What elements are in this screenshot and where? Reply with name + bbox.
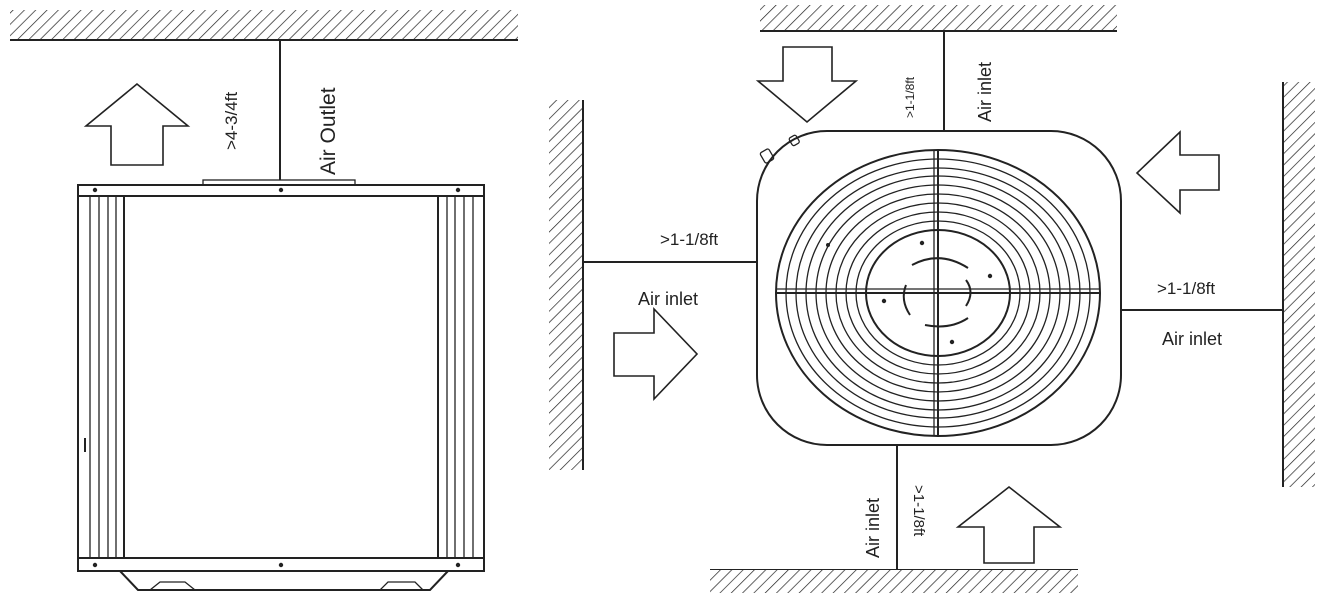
air-outlet-label: Air Outlet [317,87,340,175]
outlet-clearance-label: >4-3/4ft [222,92,241,150]
right-clearance-label: >1-1/8ft [1157,279,1215,298]
heat-pump-unit-top [756,130,1122,446]
air-outlet-arrow [83,82,191,166]
bottom-clearance-label: >1-1/8ft [910,485,927,537]
left-wall [549,100,584,470]
right-air-inlet-label: Air inlet [1162,329,1222,349]
ceiling-wall [10,10,518,41]
left-air-inlet-label: Air inlet [638,289,698,309]
right-wall [1282,82,1315,487]
bottom-air-inlet-arrow [955,485,1063,564]
top-clearance-label: >1-1/8ft [903,76,917,118]
bottom-air-inlet-label: Air inlet [863,498,883,558]
top-view: >1-1/8ft Air inlet >1-1/8ft Air inlet >1… [549,5,1315,593]
heat-pump-unit-side [77,179,485,591]
top-air-inlet-arrow [755,46,859,124]
fan-guard [775,149,1101,437]
top-wall [760,5,1117,32]
top-air-inlet-label: Air inlet [975,62,995,122]
right-air-inlet-arrow [1135,130,1220,215]
left-air-inlet-arrow [613,307,699,401]
bottom-wall [710,569,1078,593]
left-clearance-label: >1-1/8ft [660,230,718,249]
side-view: >4-3/4ft Air Outlet [10,10,518,591]
